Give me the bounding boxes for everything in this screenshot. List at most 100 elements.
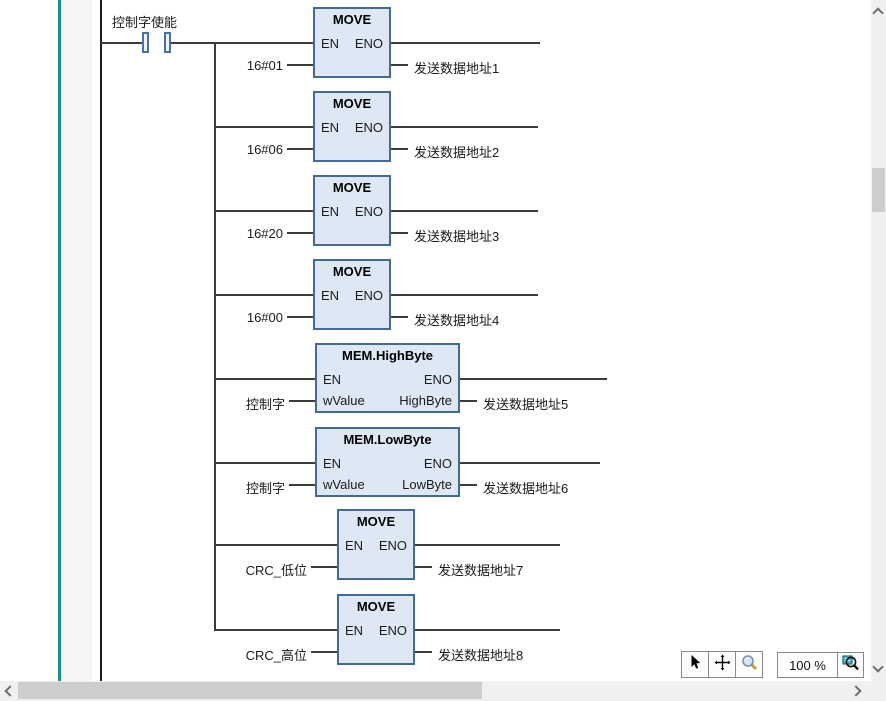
wire <box>287 232 313 234</box>
zoom-level-field[interactable]: 100 % <box>777 652 838 678</box>
input-operand[interactable]: 16#06 <box>246 142 283 157</box>
input-operand[interactable]: 16#20 <box>246 226 283 241</box>
contact-symbol[interactable] <box>142 32 149 53</box>
input-operand[interactable]: 控制字 <box>245 397 285 412</box>
wire <box>391 126 538 128</box>
input-operand[interactable]: 控制字 <box>245 481 285 496</box>
select-cursor-button[interactable] <box>681 651 709 678</box>
pin-highbyte: HighByte <box>399 393 452 408</box>
pin-wvalue: wValue <box>323 393 365 408</box>
pin-wvalue: wValue <box>323 477 365 492</box>
wire <box>101 42 143 44</box>
output-operand[interactable]: 发送数据地址2 <box>414 145 500 160</box>
pin-en: EN <box>323 456 342 471</box>
pin-lowbyte: LowByte <box>402 477 452 492</box>
wire <box>214 294 313 296</box>
wire <box>415 629 560 631</box>
zoom-fit-button[interactable] <box>837 652 864 678</box>
input-operand[interactable]: 16#01 <box>246 58 283 73</box>
output-operand[interactable]: 发送数据地址8 <box>438 648 524 663</box>
pin-eno: ENO <box>378 623 407 638</box>
pin-en: EN <box>321 36 340 51</box>
wire <box>391 148 408 150</box>
input-operand[interactable]: 16#00 <box>246 310 283 325</box>
gutter-accent-line <box>58 0 61 681</box>
block-title: MOVE <box>356 599 396 614</box>
output-operand[interactable]: 发送数据地址4 <box>414 313 500 328</box>
wire <box>311 651 337 653</box>
wire <box>287 148 313 150</box>
block-title: MOVE <box>332 12 372 27</box>
wire <box>311 566 337 568</box>
pan-move-icon <box>714 654 731 676</box>
wire <box>415 651 432 653</box>
block-title: MOVE <box>332 264 372 279</box>
block-title: MEM.LowByte <box>343 432 432 447</box>
pin-eno: ENO <box>378 538 407 553</box>
wire <box>171 42 313 44</box>
select-cursor-icon <box>687 654 703 675</box>
pin-eno: ENO <box>354 36 383 51</box>
wire <box>287 64 313 66</box>
function-block-move-3[interactable]: MOVE EN ENO <box>313 175 391 246</box>
function-block-mem-lowbyte[interactable]: MEM.LowByte EN ENO wValue LowByte <box>315 427 460 497</box>
wire <box>460 378 607 380</box>
pin-eno: ENO <box>354 288 383 303</box>
function-block-move-1[interactable]: MOVE EN ENO <box>313 7 391 78</box>
pin-en: EN <box>321 120 340 135</box>
pin-eno: ENO <box>354 120 383 135</box>
wire <box>391 294 538 296</box>
vertical-scrollbar[interactable] <box>871 0 886 701</box>
pin-en: EN <box>345 538 364 553</box>
block-title: MOVE <box>332 96 372 111</box>
output-operand[interactable]: 发送数据地址7 <box>438 563 524 578</box>
function-block-mem-highbyte[interactable]: MEM.HighByte EN ENO wValue HighByte <box>315 343 460 413</box>
output-operand[interactable]: 发送数据地址1 <box>414 61 500 76</box>
block-title: MOVE <box>332 180 372 195</box>
pin-en: EN <box>321 204 340 219</box>
wire <box>415 544 560 546</box>
output-operand[interactable]: 发送数据地址3 <box>414 229 500 244</box>
input-operand[interactable]: CRC_高位 <box>245 648 307 663</box>
zoom-fit-icon <box>841 654 860 676</box>
input-operand[interactable]: CRC_低位 <box>245 563 307 578</box>
wire <box>214 629 337 631</box>
wire <box>214 462 315 464</box>
pin-eno: ENO <box>354 204 383 219</box>
pin-eno: ENO <box>423 372 452 387</box>
wire <box>214 126 313 128</box>
wire <box>214 210 313 212</box>
contact-symbol[interactable] <box>164 32 171 53</box>
horizontal-scrollbar-thumb[interactable] <box>18 682 482 699</box>
zoom-tool-button[interactable] <box>735 651 763 678</box>
wire <box>391 210 538 212</box>
wire <box>391 232 408 234</box>
wire <box>289 400 315 402</box>
left-power-rail <box>100 0 102 681</box>
wire <box>460 400 477 402</box>
wire <box>214 378 315 380</box>
output-operand[interactable]: 发送数据地址5 <box>483 397 569 412</box>
branch-rail-wire <box>214 42 216 631</box>
wire <box>391 64 408 66</box>
wire <box>415 566 432 568</box>
contact-operand-label[interactable]: 控制字使能 <box>112 15 178 30</box>
pan-tool-button[interactable] <box>708 651 736 678</box>
wire <box>391 42 540 44</box>
wire <box>460 462 600 464</box>
wire <box>460 484 477 486</box>
output-operand[interactable]: 发送数据地址6 <box>483 481 569 496</box>
pin-eno: ENO <box>423 456 452 471</box>
vertical-scrollbar-thumb[interactable] <box>872 168 885 212</box>
wire <box>391 316 408 318</box>
function-block-move-4[interactable]: MOVE EN ENO <box>313 259 391 330</box>
function-block-move-2[interactable]: MOVE EN ENO <box>313 91 391 162</box>
wire <box>289 484 315 486</box>
pin-en: EN <box>323 372 342 387</box>
function-block-move-8[interactable]: MOVE EN ENO <box>337 594 415 665</box>
function-block-move-7[interactable]: MOVE EN ENO <box>337 509 415 580</box>
wire <box>287 316 313 318</box>
block-title: MOVE <box>356 514 396 529</box>
pin-en: EN <box>345 623 364 638</box>
